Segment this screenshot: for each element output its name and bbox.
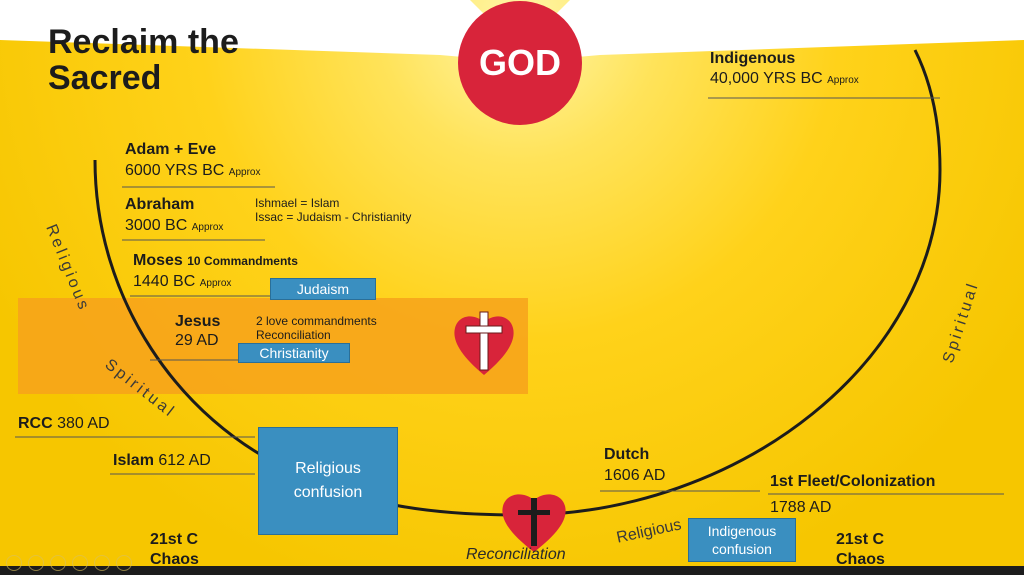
jesus-date: 29 AD	[175, 332, 219, 349]
title-line-2: Sacred	[48, 59, 162, 97]
nav-next-icon[interactable]	[28, 555, 44, 571]
pen-icon[interactable]	[50, 555, 66, 571]
rcc-entry: RCC 380 AD	[18, 415, 110, 432]
bottom-bar	[0, 566, 1024, 575]
more-icon[interactable]	[116, 555, 132, 571]
religious-confusion-box: Religious confusion	[258, 427, 398, 535]
zoom-icon[interactable]	[94, 555, 110, 571]
title-line-1: Reclaim the	[48, 23, 239, 61]
christianity-tag: Christianity	[238, 343, 350, 363]
abraham-label: Abraham	[125, 196, 195, 213]
dutch-date: 1606 AD	[604, 467, 666, 484]
bottom-reconciliation: Reconciliation	[466, 546, 566, 563]
abraham-note: Ishmael = Islam Issac = Judaism - Christ…	[255, 196, 412, 224]
fleet-date: 1788 AD	[770, 499, 832, 516]
indigenous-date: 40,000 YRS BC Approx	[710, 70, 859, 87]
indigenous-label: Indigenous	[710, 50, 796, 67]
nav-prev-icon[interactable]	[6, 555, 22, 571]
abraham-date: 3000 BC Approx	[125, 217, 224, 234]
moses-date: 1440 BC Approx	[133, 273, 232, 290]
indigenous-confusion-box: Indigenous confusion	[688, 518, 796, 562]
jesus-note: 2 love commandments Reconciliation	[256, 314, 377, 342]
jesus-label: Jesus	[175, 313, 221, 330]
god-circle	[458, 1, 582, 125]
islam-entry: Islam 612 AD	[113, 452, 211, 469]
moses-label: Moses 10 Commandments	[133, 252, 298, 269]
adam-eve-date: 6000 YRS BC Approx	[125, 162, 261, 179]
fleet-label: 1st Fleet/Colonization	[770, 473, 936, 490]
god-label: GOD	[478, 42, 561, 83]
judaism-tag: Judaism	[270, 278, 376, 300]
top-white-band	[0, 0, 1024, 62]
cross-heart-icon	[454, 311, 514, 375]
adam-eve-label: Adam + Eve	[125, 141, 217, 158]
dutch-label: Dutch	[604, 446, 650, 463]
reconciliation-heart-icon	[502, 494, 566, 552]
slides-icon[interactable]	[72, 555, 88, 571]
page-title: Reclaim the Sacred	[48, 24, 239, 96]
